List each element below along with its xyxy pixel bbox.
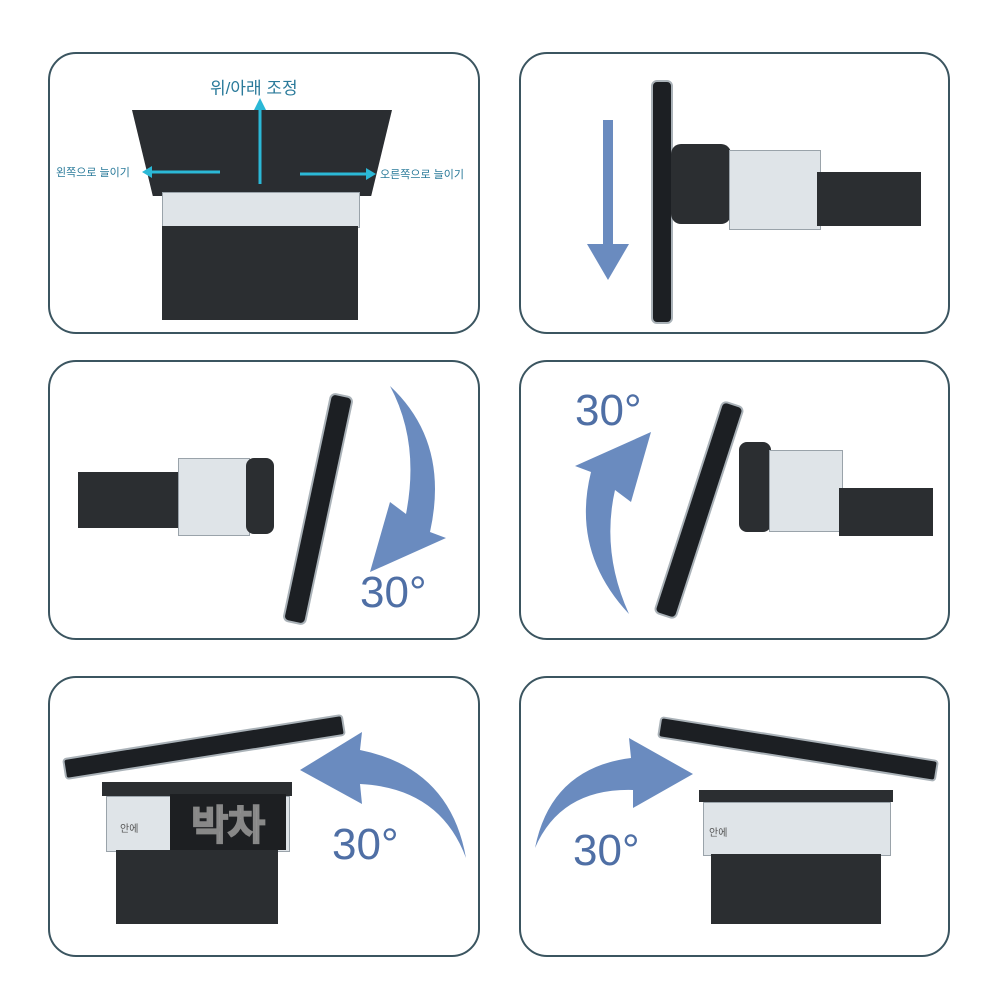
- stretch-left-label: 왼쪽으로 늘이기: [56, 167, 130, 179]
- panel-tilt-up: 30°: [519, 360, 950, 640]
- mount-joint: [246, 458, 274, 534]
- angle-label: 30°: [575, 386, 642, 435]
- head-unit-back: [116, 850, 278, 924]
- small-label: 안에: [709, 828, 728, 839]
- head-unit-back: [162, 226, 358, 320]
- up-down-label: 위/아래 조정: [210, 79, 298, 98]
- panel-adjust-directions: 위/아래 조정 왼쪽으로 늘이기 오른쪽으로 늘이기: [48, 52, 480, 334]
- rotate-down-arrow-icon: [370, 386, 446, 572]
- head-unit-top: [102, 782, 292, 796]
- head-unit-body: [817, 172, 921, 226]
- mount-cage: [769, 450, 843, 532]
- down-arrow-icon: [587, 120, 629, 280]
- mount-cage: [162, 192, 360, 228]
- mount-cage: [178, 458, 250, 536]
- screen-back: [132, 110, 392, 196]
- small-label: 안에: [120, 824, 139, 835]
- mount-joint: [671, 144, 731, 224]
- stretch-right-label: 오른쪽으로 늘이기: [380, 169, 465, 181]
- mount-cage: [729, 150, 821, 230]
- angle-label: 30°: [360, 568, 427, 617]
- reverse-label-text: 박차: [190, 803, 266, 849]
- panel-slide-down: [519, 52, 950, 334]
- panel-forward-tilt: 30° 안에: [519, 676, 950, 957]
- angle-label: 30°: [332, 820, 399, 869]
- panel-reverse-tilt: 안에 박차 30°: [48, 676, 480, 957]
- panel-tilt-down: 30°: [48, 360, 480, 640]
- head-unit-back: [711, 854, 881, 924]
- mount-cage: [703, 802, 891, 856]
- reverse-label: 박차: [170, 794, 286, 850]
- mount-joint: [739, 442, 771, 532]
- rotate-forward-arrow-icon: [535, 738, 693, 848]
- rotate-back-arrow-icon: [300, 732, 466, 858]
- head-unit-body: [839, 488, 933, 536]
- angle-label: 30°: [573, 826, 640, 875]
- head-unit-top: [699, 790, 893, 802]
- head-unit-body: [78, 472, 180, 528]
- guide-arrows: [142, 98, 376, 184]
- rotate-up-arrow-icon: [575, 432, 651, 614]
- screen-side: [651, 80, 673, 324]
